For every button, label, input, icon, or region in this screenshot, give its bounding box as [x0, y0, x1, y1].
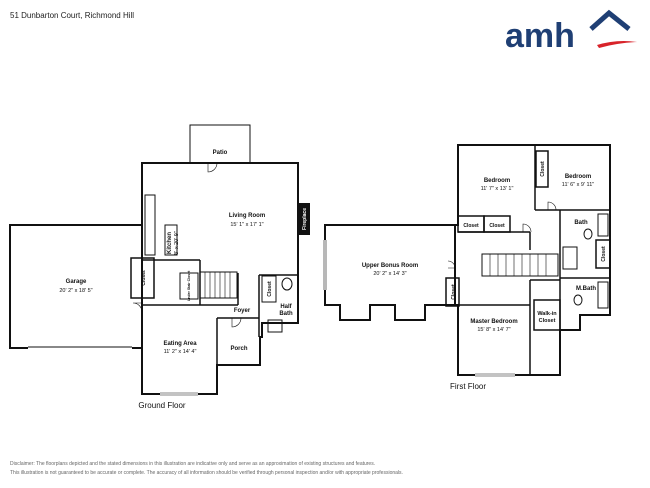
logo-text: amh	[505, 17, 575, 51]
bedroom-2-closet-label: Closet	[540, 161, 546, 177]
bonus-closet-label: Closet	[451, 284, 457, 300]
porch-label: Porch	[230, 346, 247, 352]
garage-dimensions: 20' 2" x 18' 5"	[59, 288, 92, 294]
half-label-line1: Half	[280, 304, 292, 310]
master-bedroom-label: Master Bedroom	[470, 319, 517, 325]
half-label-line2: Bath	[279, 311, 293, 317]
bonus-room-label: Upper Bonus Room	[362, 263, 418, 269]
logo-swoosh	[597, 41, 637, 48]
hall-closet-label: Closet	[601, 246, 607, 262]
fireplace-label: Fireplace	[302, 208, 308, 230]
walk-in-label-line2: Closet	[539, 318, 556, 324]
amh-logo: amh	[505, 9, 637, 51]
bedroom-1-dimensions: 11' 7" x 13' 1"	[481, 186, 514, 192]
kitchen-label: Kitchen	[167, 232, 173, 254]
patio-outline	[189, 124, 251, 164]
bedroom-2-dimensions: 11' 6" x 9' 11"	[562, 182, 594, 188]
walk-in-label-line1: Walk-in	[537, 311, 557, 317]
first-floor-stairs	[481, 253, 559, 277]
first-floor-walls	[454, 144, 611, 376]
property-address: 51 Dunbarton Court, Richmond Hill	[10, 11, 135, 20]
bedroom-1-closet-b-label: Closet	[489, 223, 505, 229]
disclaimer-line-2: This illustration is not guaranteed to b…	[10, 470, 403, 476]
first-floor-label: First Floor	[450, 382, 486, 391]
garage-walls	[9, 224, 143, 349]
eating-area-dimensions: 11' 2" x 14' 4"	[164, 349, 197, 355]
garage-closet	[130, 257, 155, 299]
foyer-label: Foyer	[234, 308, 251, 314]
bonus-room-dimensions: 20' 2" x 14' 3"	[373, 271, 406, 277]
bedroom-1-closet-a-label: Closet	[463, 223, 479, 229]
ground-floor-label: Ground Floor	[138, 401, 185, 410]
kitchen-dimensions: 8' x 20' 9"	[174, 231, 180, 255]
patio-label: Patio	[213, 150, 228, 156]
bedroom-1-label: Bedroom	[484, 178, 510, 184]
disclaimer-line-1: Disclaimer: The floorplans depicted and …	[10, 461, 376, 467]
fireplace	[298, 203, 310, 235]
under-stair-closet-label: Under Stair Closet	[187, 270, 191, 301]
living-room-dimensions: 15' 1" x 17' 1"	[230, 222, 263, 228]
bath-label: Bath	[574, 220, 588, 226]
master-bath-label: M.Bath	[576, 286, 596, 292]
master-bedroom-dimensions: 15' 8" x 14' 7"	[477, 327, 510, 333]
roof-icon	[589, 9, 631, 31]
eating-area-label: Eating Area	[163, 341, 197, 347]
ground-stairs	[199, 271, 238, 299]
bedroom-2-label: Bedroom	[565, 174, 591, 180]
half-bath-closet-label: Closet	[267, 281, 273, 297]
garage-label: Garage	[66, 279, 87, 285]
living-room-label: Living Room	[229, 213, 265, 219]
garage-closet-label: Closet	[141, 270, 147, 286]
